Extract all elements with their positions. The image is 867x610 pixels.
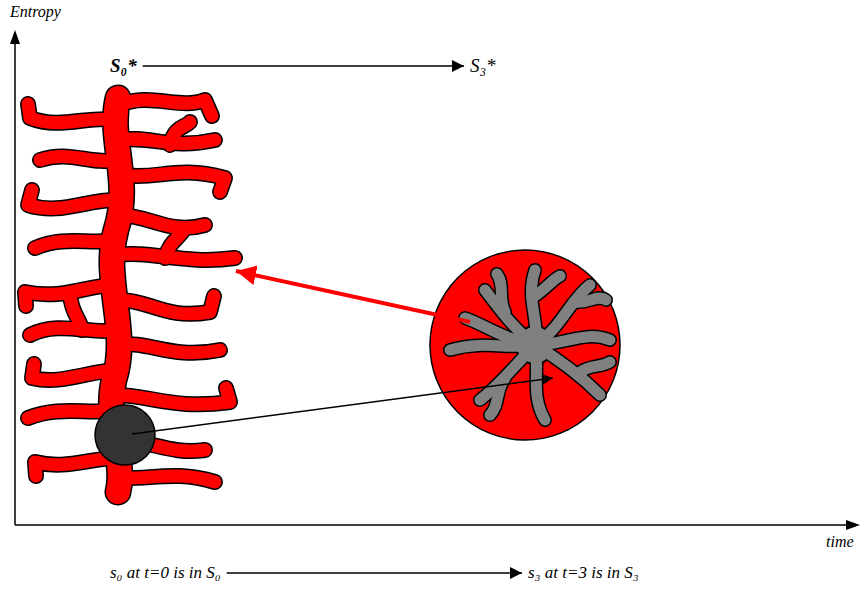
state-label-node: s₀ at t=0 is in S₀: [104, 561, 227, 585]
state-label-node: S₃*: [464, 53, 502, 79]
entropy-axis: [14, 42, 16, 525]
state-label: s₃ at t=3 is in S₃: [528, 563, 639, 583]
time-axis: [15, 524, 848, 526]
evolution-connector: [143, 65, 464, 67]
axis-label: Entropy: [10, 3, 61, 21]
state-label-node: s₃ at t=3 is in S₃: [522, 561, 645, 585]
state-label: S₃*: [470, 55, 496, 77]
evolved-coral: [450, 270, 610, 420]
initial-state-disc: [95, 405, 155, 465]
axis-label: time: [826, 533, 854, 551]
axis-arrowhead: [10, 30, 20, 44]
coral-region: [25, 98, 235, 492]
state-label: S₀*: [110, 55, 137, 77]
red-arrow: [236, 271, 470, 322]
state-label-node: S₀*: [104, 53, 143, 79]
evolution-connector: [227, 572, 522, 574]
evolution-arrow: [132, 378, 553, 434]
state-label: s₀ at t=0 is in S₀: [110, 563, 221, 583]
evolved-region-circle: [430, 250, 620, 440]
axis-arrowhead: [846, 520, 860, 530]
